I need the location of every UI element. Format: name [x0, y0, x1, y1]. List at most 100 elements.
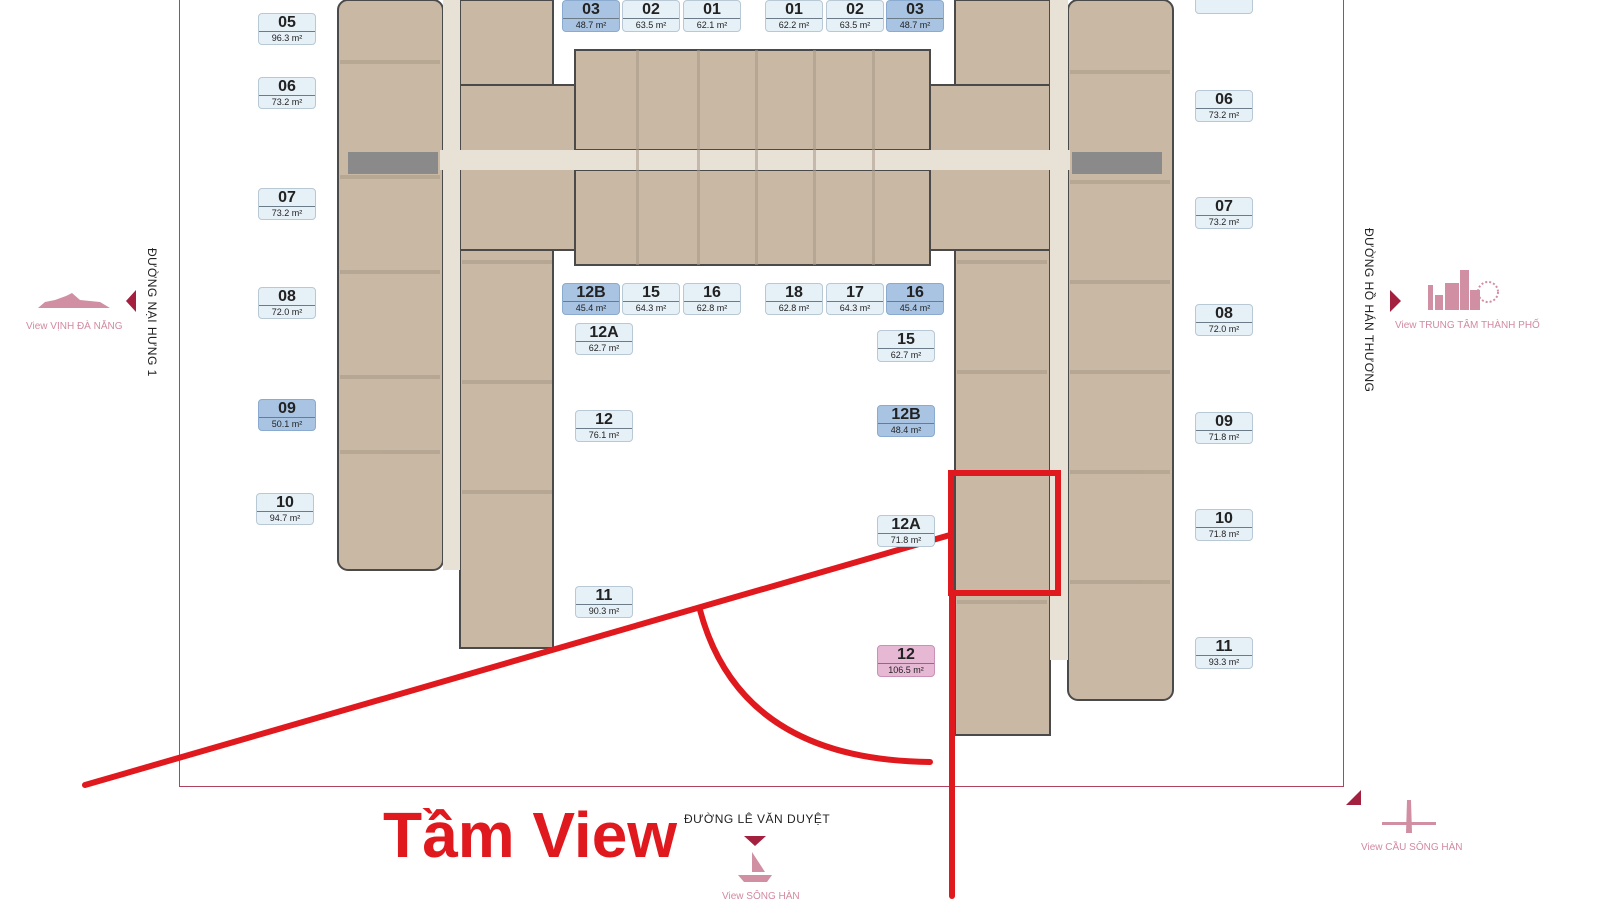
center-bottom-units: [574, 169, 931, 266]
unit-area: 72.0 m²: [271, 307, 303, 317]
arrow-corner-icon: [1346, 790, 1361, 805]
bridge-icon: [1382, 800, 1436, 833]
unit-code: 12B: [563, 284, 619, 302]
yacht-icon: [38, 293, 110, 308]
left-wing-corridor: [443, 0, 460, 570]
unit-code: 02: [623, 1, 679, 19]
right-bridge: [1072, 152, 1162, 174]
unit-area: 64.3 m²: [635, 303, 667, 313]
view-arc: [697, 607, 933, 765]
unit-code: 02: [827, 1, 883, 19]
center-top-units: [574, 49, 931, 151]
right-tower: [1067, 0, 1174, 701]
sailboat-icon: [738, 852, 772, 882]
unit-code: 12: [576, 411, 632, 429]
unit-code: 18: [766, 284, 822, 302]
unit-label-right-05: 96.3 m²: [1195, 0, 1253, 14]
unit-code: 08: [1196, 305, 1252, 323]
unit-area: 50.1 m²: [271, 419, 303, 429]
unit-code: 12: [878, 646, 934, 664]
unit-area: 73.2 m²: [1208, 217, 1240, 227]
unit-area: 90.3 m²: [588, 606, 620, 616]
unit-area: 71.8 m²: [1208, 432, 1240, 442]
unit-code: 10: [1196, 510, 1252, 528]
unit-area: 93.3 m²: [1208, 657, 1240, 667]
unit-area: 48.4 m²: [890, 425, 922, 435]
road-left: ĐƯỜNG NẠI HƯNG 1: [145, 248, 159, 377]
unit-area: 45.4 m²: [575, 303, 607, 313]
unit-code: 08: [259, 288, 315, 306]
unit-code: 17: [827, 284, 883, 302]
unit-code: 16: [887, 284, 943, 302]
unit-code: 12A: [878, 516, 934, 534]
unit-area: 71.8 m²: [890, 535, 922, 545]
left-tower: [337, 0, 444, 571]
unit-code: 03: [887, 1, 943, 19]
view-label-bottom: View SÔNG HÀN: [722, 891, 800, 902]
unit-area: 48.7 m²: [575, 20, 607, 30]
view-label-bottom-right: View CẦU SÔNG HÀN: [1361, 842, 1463, 853]
unit-area: 62.8 m²: [778, 303, 810, 313]
unit-code: 09: [259, 400, 315, 418]
unit-area: 62.1 m²: [696, 20, 728, 30]
view-label-right: View TRUNG TÂM THÀNH PHỐ: [1395, 320, 1540, 331]
unit-area: 94.7 m²: [269, 513, 301, 523]
unit-area: 72.0 m²: [1208, 324, 1240, 334]
unit-code: 12A: [576, 324, 632, 342]
unit-code: 01: [766, 1, 822, 19]
left-bridge: [348, 152, 438, 174]
unit-code: 09: [1196, 413, 1252, 431]
unit-area: 62.8 m²: [696, 303, 728, 313]
site-boundary: [179, 0, 1344, 787]
arrow-down-icon: [744, 836, 766, 846]
unit-area: 64.3 m²: [839, 303, 871, 313]
unit-area: 73.2 m²: [271, 208, 303, 218]
unit-area: 62.2 m²: [778, 20, 810, 30]
annotation-headline: Tầm View: [383, 799, 678, 871]
unit-area: 73.2 m²: [271, 97, 303, 107]
unit-code: 06: [1196, 91, 1252, 109]
unit-area: 63.5 m²: [839, 20, 871, 30]
view-label-left: View VỊNH ĐÀ NẴNG: [26, 321, 123, 332]
unit-code: 11: [1196, 638, 1252, 656]
unit-area: 62.7 m²: [588, 343, 620, 353]
unit-area: 63.5 m²: [635, 20, 667, 30]
right-wing-corridor: [1050, 0, 1068, 660]
unit-code: 03: [563, 1, 619, 19]
unit-code: 15: [623, 284, 679, 302]
unit-area: 71.8 m²: [1208, 529, 1240, 539]
unit-area: 62.7 m²: [890, 350, 922, 360]
unit-code: 05: [259, 14, 315, 32]
road-bottom: ĐƯỜNG LÊ VĂN DUYỆT: [684, 812, 831, 826]
arrow-right-icon: [1390, 290, 1401, 312]
unit-code: 11: [576, 587, 632, 605]
unit-code: 01: [684, 1, 740, 19]
unit-code: 06: [259, 78, 315, 96]
unit-area: 96.3 m²: [271, 33, 303, 43]
